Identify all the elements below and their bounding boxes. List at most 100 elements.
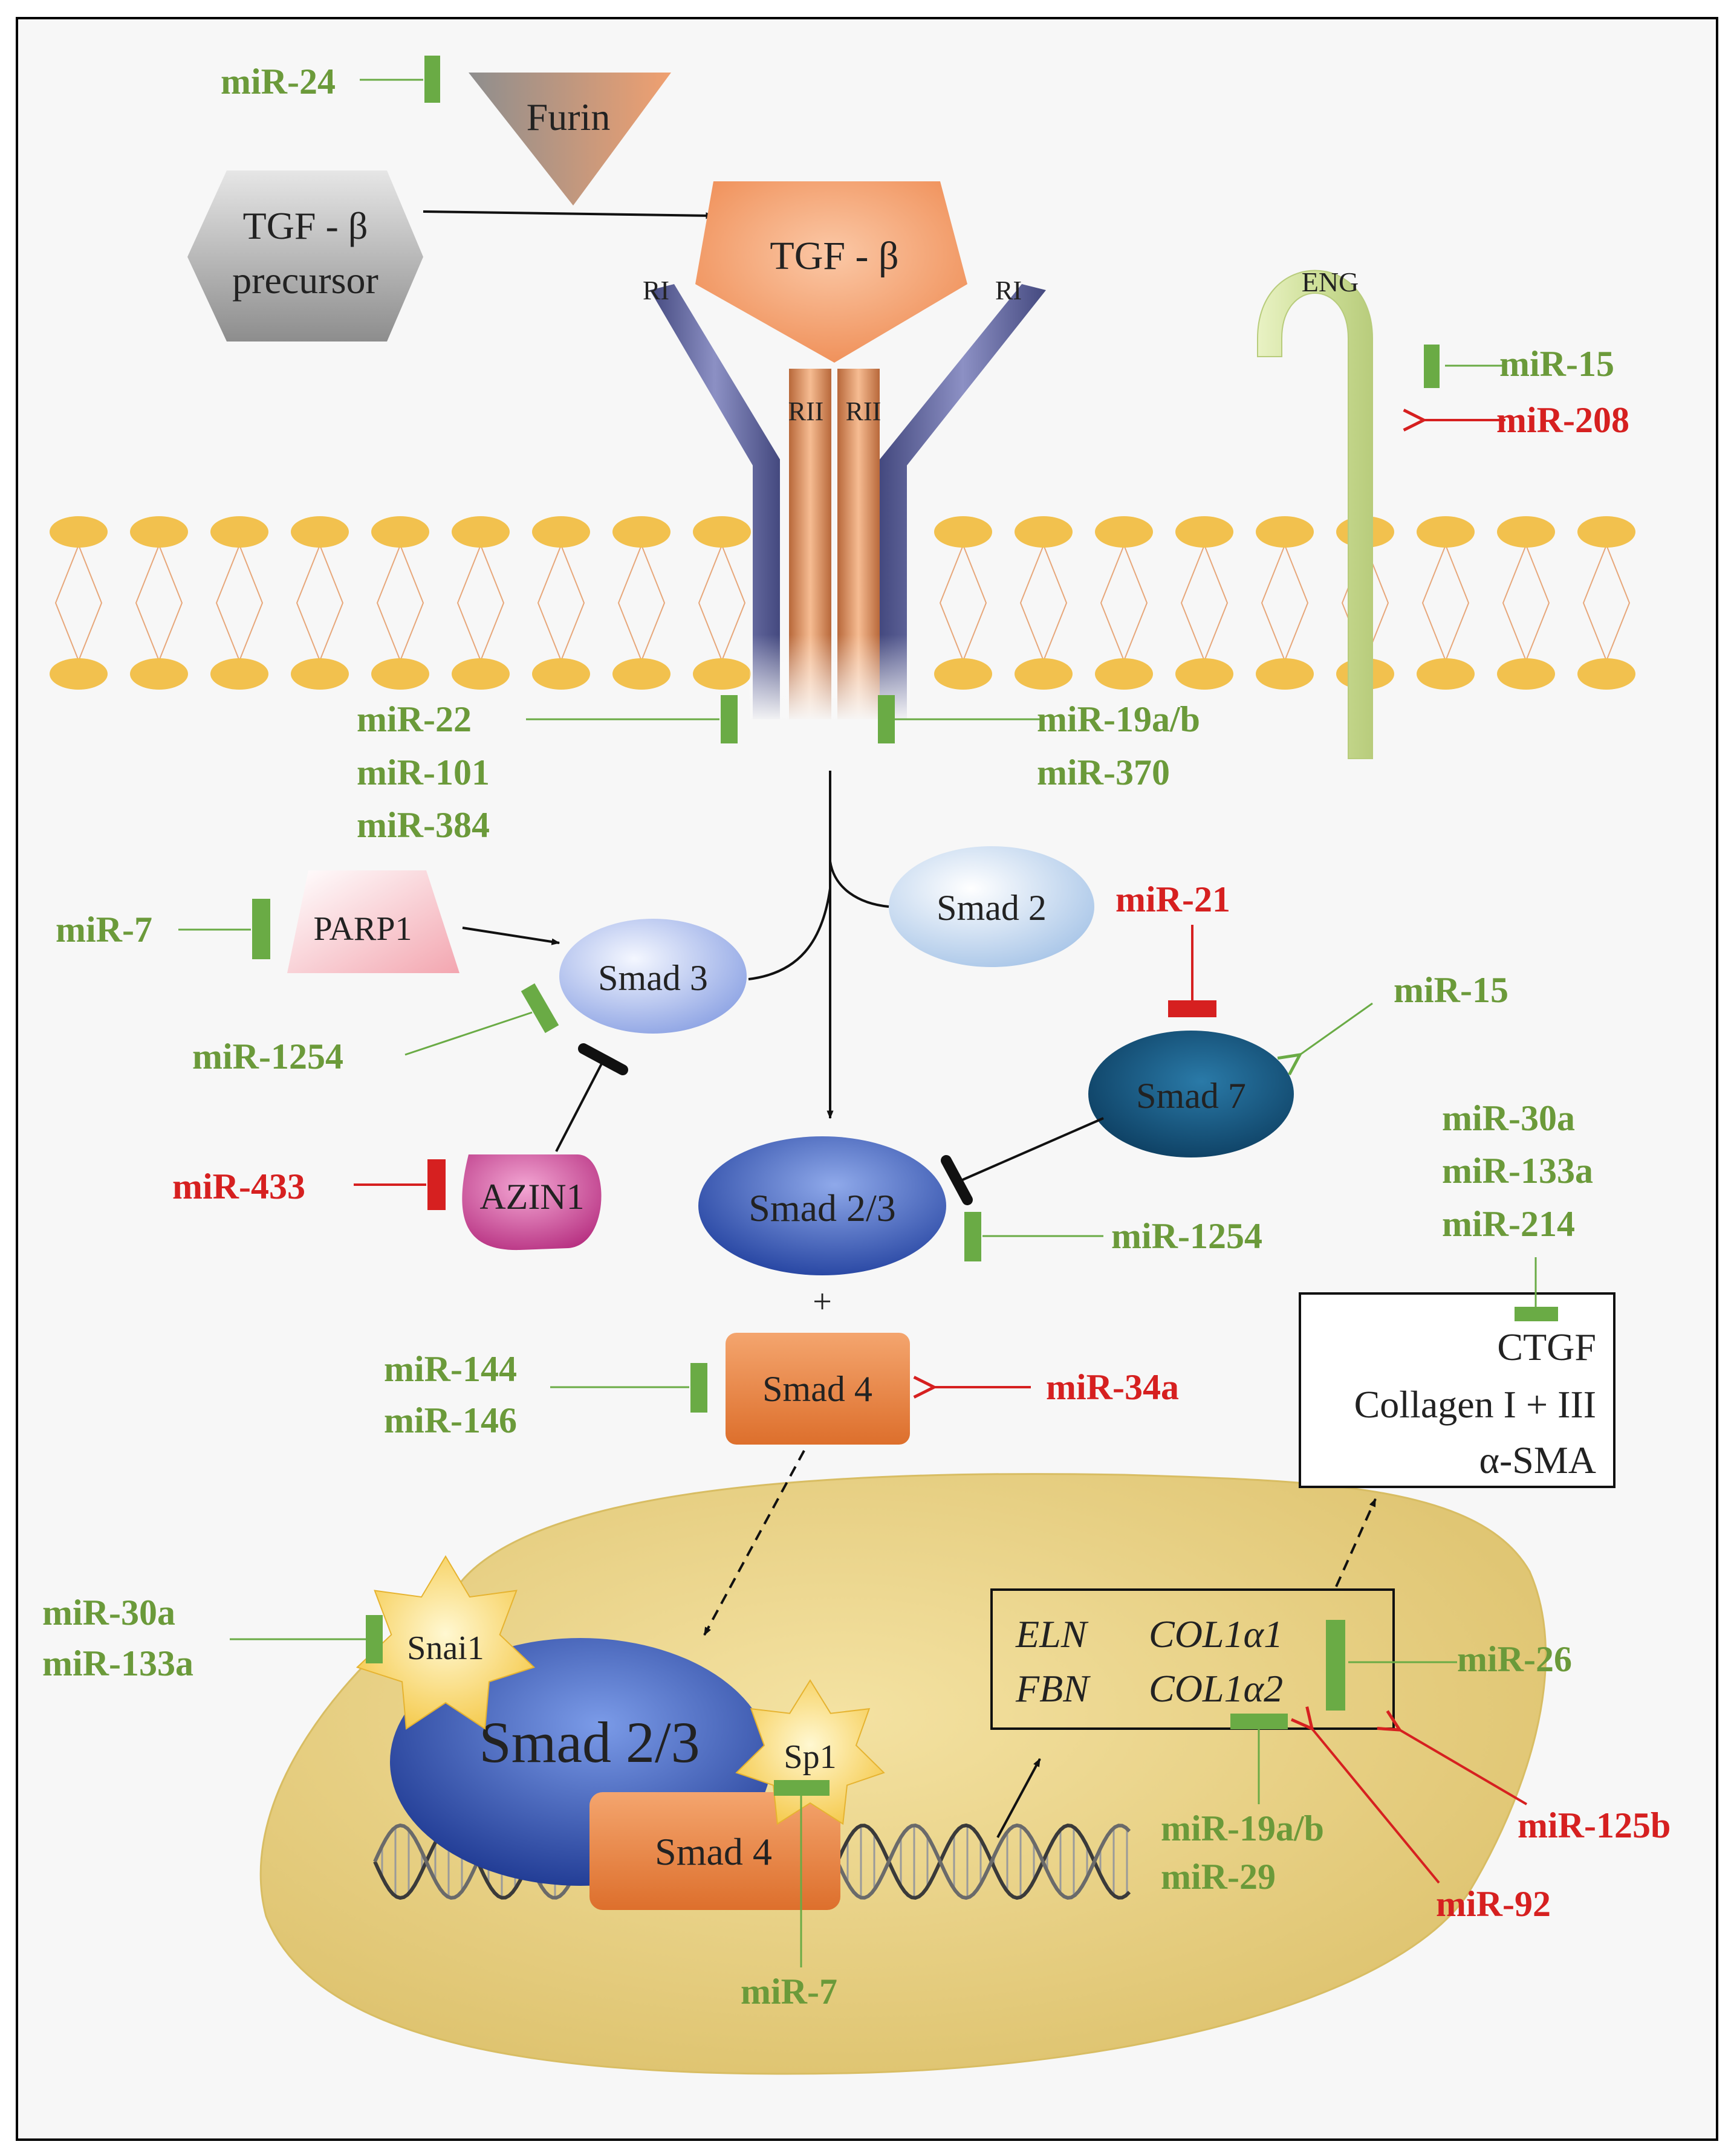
mir433-azin1-inhibit-bar [427, 1159, 446, 1210]
mir101-label: miR-101 [357, 753, 490, 792]
lipid-head [210, 516, 268, 548]
lipid-head [934, 658, 992, 690]
smad2-branch [829, 861, 889, 908]
mir370-label: miR-370 [1037, 753, 1170, 792]
tgf-beta-pentagon [695, 181, 967, 363]
smad4-nuclear-label: Smad 4 [655, 1830, 772, 1873]
ri-left-label: RI [643, 276, 669, 305]
mir15-eng-label: miR-15 [1499, 344, 1614, 384]
ri-right-label: RI [995, 276, 1022, 305]
lipid-tails [376, 545, 424, 661]
lipid-tails [1100, 545, 1148, 661]
genes-box [990, 1588, 1395, 1730]
mir384-label: miR-384 [357, 805, 490, 845]
mir7-parp1-label: miR-7 [56, 910, 152, 950]
mir15-smad7-activate-arrow [1300, 1002, 1373, 1055]
lipid-head [452, 516, 510, 548]
lipid-head [1175, 516, 1233, 548]
tgf-beta-precursor-hexagon [187, 170, 423, 342]
tgf-beta-label: TGF - β [770, 234, 898, 278]
smad2-ellipse [889, 846, 1094, 967]
mir19ab-genes-inhibit-bar [1230, 1714, 1288, 1729]
mir214-label: miR-214 [1442, 1204, 1575, 1244]
azin1-inhibits-smad3-bar [578, 1043, 628, 1075]
lipid-tails [296, 545, 344, 661]
lipid-head [1256, 516, 1314, 548]
mir208-label: miR-208 [1496, 400, 1629, 440]
mir24-label: miR-24 [221, 62, 336, 102]
gene-eln: ELN [1015, 1613, 1089, 1656]
mir26-genes-inhibit-bar [1326, 1620, 1345, 1711]
smad4-label: Smad 4 [762, 1369, 872, 1409]
smad3-branch [748, 888, 831, 980]
mir433-label: miR-433 [172, 1167, 305, 1206]
lipid-head [130, 658, 188, 690]
lipid-head [291, 658, 349, 690]
plus-sign: + [813, 1283, 832, 1321]
mir30a-snai1-label: miR-30a [42, 1593, 175, 1633]
mir1254-smad3-inhibit-bar [521, 983, 559, 1034]
lipid-head [1256, 658, 1314, 690]
smad7-inhibits-smad23-bar [941, 1155, 973, 1205]
lipid-tails [1261, 545, 1309, 661]
mir15-smad7-label: miR-15 [1394, 970, 1508, 1010]
smad3-label: Smad 3 [598, 958, 708, 998]
lipid-head [532, 658, 590, 690]
lipid-tails [939, 545, 987, 661]
tgf-beta-precursor-label-line2: precursor [232, 259, 378, 302]
snai1-label: Snai1 [407, 1630, 484, 1667]
mir22-inhibit-bar [721, 695, 738, 743]
lipid-tails [1019, 545, 1068, 661]
lipid-head [693, 516, 751, 548]
parp1-to-smad3-arrow [462, 927, 560, 945]
snai1-star [356, 1555, 536, 1730]
mir133a-products-label: miR-133a [1442, 1151, 1593, 1191]
lipid-tails [215, 545, 264, 661]
lipid-head [934, 516, 992, 548]
azin1-shape [462, 1154, 602, 1251]
protein-inhibition [555, 1043, 1104, 1205]
smad7-ellipse [1088, 1031, 1294, 1157]
mir7-sp1-label: miR-7 [741, 1972, 837, 2012]
endoglin-eng [1257, 270, 1373, 759]
mir133a-snai1-label: miR-133a [42, 1643, 193, 1683]
lipid-head [371, 516, 429, 548]
mir22-label: miR-22 [357, 699, 472, 739]
mir92-label: miR-92 [1436, 1884, 1551, 1924]
mir19ab-receptor-inhibit-bar [878, 695, 895, 743]
lipid-head [612, 516, 671, 548]
eng-label: ENG [1302, 267, 1359, 297]
gene-col1a1: COL1α1 [1149, 1613, 1283, 1656]
azin1-inhibits-smad3-line [555, 1063, 603, 1152]
mir29-label: miR-29 [1161, 1857, 1276, 1897]
smad7-inhibits-smad23-line [958, 1117, 1104, 1183]
lipid-head [1497, 516, 1555, 548]
pathway-connectors [462, 771, 1377, 1838]
lipid-head [1497, 658, 1555, 690]
lipid-head [291, 516, 349, 548]
mir214-products-inhibit-bar [1515, 1307, 1558, 1321]
genes-to-products-arrow [1335, 1498, 1377, 1587]
mir19ab-receptor-label: miR-19a/b [1037, 699, 1200, 739]
mir92-genes-activate-arrow [1312, 1729, 1440, 1884]
product-asma: α-SMA [1479, 1439, 1596, 1481]
smad23-label: Smad 2/3 [748, 1186, 896, 1229]
furin-label: Furin [527, 95, 611, 138]
tgf-beta-precursor-label-line1: TGF - β [243, 204, 368, 247]
lipid-tails [1582, 545, 1631, 661]
lipid-head [532, 516, 590, 548]
product-collagen: Collagen I + III [1354, 1383, 1596, 1426]
tgf-beta-receptor-complex [650, 284, 1046, 722]
azin1-label: AZIN1 [479, 1177, 584, 1217]
smad2-label: Smad 2 [937, 888, 1047, 928]
mirna-labels: miR-24 miR-15 miR-208 miR-22 miR-101 miR… [42, 62, 1671, 2012]
lipid-tails [537, 545, 585, 661]
precursor-to-tgfb-arrow [423, 210, 715, 219]
mir21-smad7-inhibit-bar [1168, 1000, 1216, 1017]
mir30a-products-label: miR-30a [1442, 1098, 1575, 1138]
lipid-head [130, 516, 188, 548]
lipid-head [1417, 516, 1475, 548]
lipid-head [371, 658, 429, 690]
products-box [1299, 1292, 1615, 1488]
lipid-head [612, 658, 671, 690]
